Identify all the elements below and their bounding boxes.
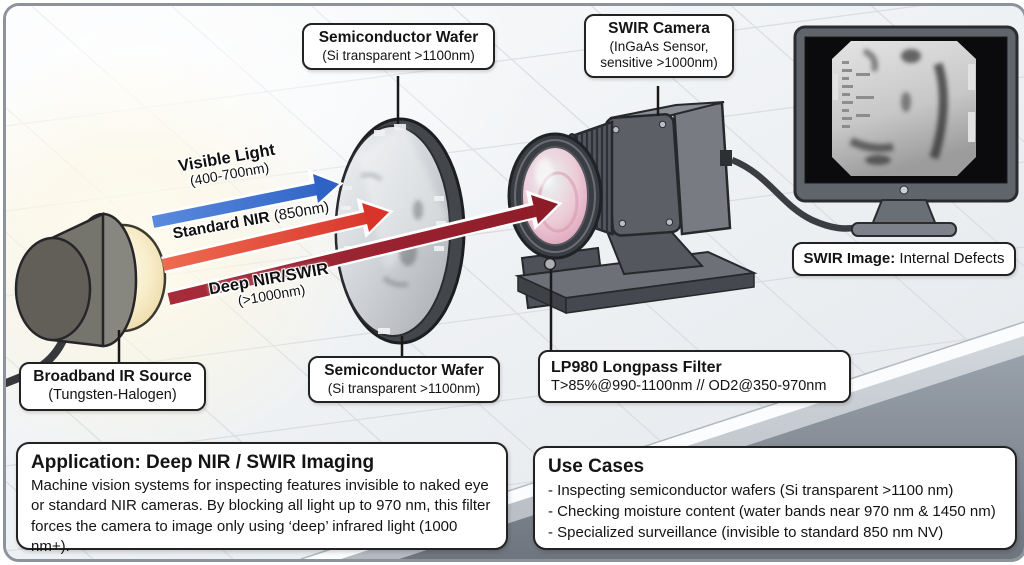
use-case-item: - Specialized surveillance (invisible to… xyxy=(548,524,944,541)
callout-spec: T>85%@990-1100nm // OD2@350-970nm xyxy=(551,377,827,394)
callout-subtitle: (InGaAs Sensor, xyxy=(609,38,709,54)
monitor xyxy=(793,25,1019,237)
monitor-base xyxy=(851,222,957,237)
application-title: Application: Deep NIR / SWIR Imaging xyxy=(31,452,375,473)
callout-text: Internal Defects xyxy=(899,250,1005,267)
camera-cable xyxy=(730,156,859,232)
callout-subtitle: (Tungsten-Halogen) xyxy=(48,386,177,403)
monitor-screen-image xyxy=(832,41,976,176)
use-case-item: - Inspecting semiconductor wafers (Si tr… xyxy=(548,482,954,499)
callout-connectors xyxy=(117,76,660,363)
monitor-neck xyxy=(870,199,938,226)
callout-title: Broadband IR Source xyxy=(33,368,192,385)
ir-source-lamp xyxy=(6,212,167,388)
callout-subtitle: (Si transparent >1100nm) xyxy=(327,380,481,396)
use-case-item: - Checking moisture content (water bands… xyxy=(548,503,996,520)
callout-subtitle: sensitive >1000nm) xyxy=(600,55,718,71)
callout-title: Semiconductor Wafer xyxy=(324,362,484,379)
beam-visible-light xyxy=(151,169,344,231)
beam-deep-nir-swir xyxy=(167,190,563,308)
callout-title: SWIR Image: xyxy=(803,250,896,267)
diagram-canvas: Visible Light (400-700nm) Standard NIR(8… xyxy=(3,3,1024,562)
application-box: Application: Deep NIR / SWIR Imaging Mac… xyxy=(16,442,508,555)
callout-broadband-source: Broadband IR Source (Tungsten-Halogen) xyxy=(19,362,206,411)
callout-title: LP980 Longpass Filter xyxy=(551,359,722,376)
use-cases-title: Use Cases xyxy=(548,456,645,477)
lamp-face xyxy=(14,236,92,342)
callout-wafer-bottom: Semiconductor Wafer (Si transparent >110… xyxy=(308,356,500,404)
filter-thumbscrew xyxy=(543,257,557,271)
callout-lp980-filter: LP980 Longpass Filter T>85%@990-1100nm /… xyxy=(538,350,851,404)
monitor-power-led xyxy=(899,185,909,195)
callout-swir-image: SWIR Image:Internal Defects xyxy=(792,242,1016,276)
camera-body-side xyxy=(672,101,732,236)
callout-wafer-top: Semiconductor Wafer (Si transparent >110… xyxy=(302,23,495,71)
callout-title: SWIR Camera xyxy=(608,20,710,37)
callout-swir-camera: SWIR Camera (InGaAs Sensor, sensitive >1… xyxy=(584,14,734,78)
callout-title: Semiconductor Wafer xyxy=(318,29,479,46)
callout-subtitle: (Si transparent >1100nm) xyxy=(322,47,475,63)
camera-connector xyxy=(720,150,732,166)
use-cases-box: Use Cases - Inspecting semiconductor waf… xyxy=(533,446,1017,550)
beam-standard-nir xyxy=(161,198,394,274)
application-body: Machine vision systems for inspecting fe… xyxy=(31,477,491,555)
